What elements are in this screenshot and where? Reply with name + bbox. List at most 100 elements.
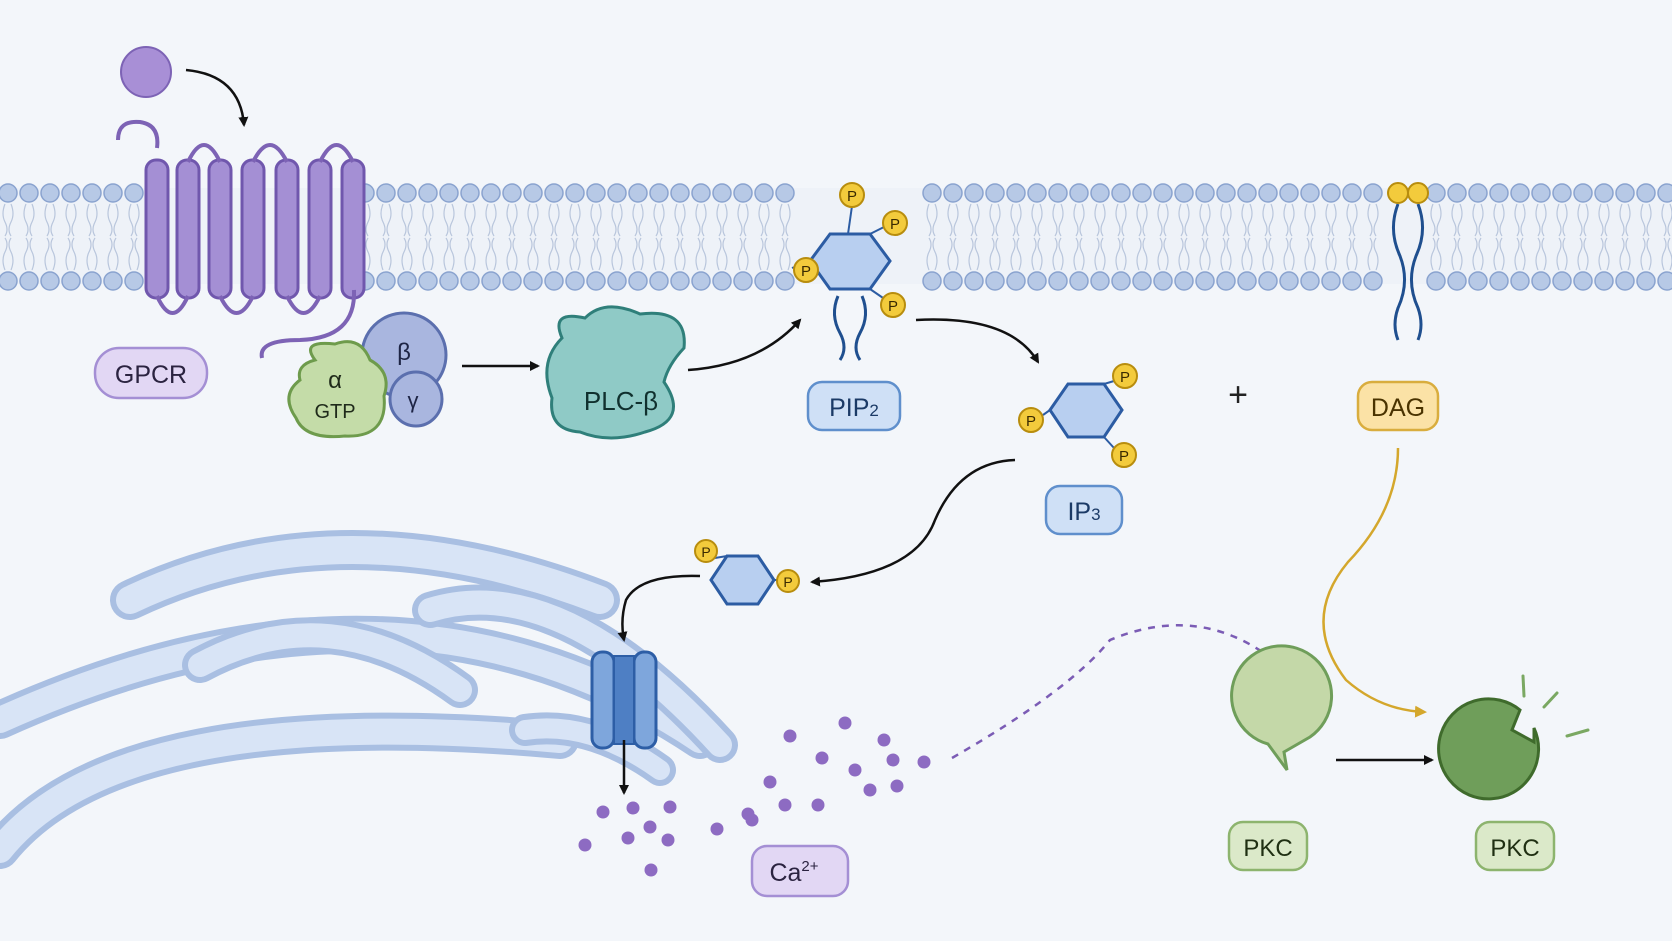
calcium-ion (578, 838, 592, 852)
lipid-tail (1451, 203, 1457, 237)
lipid-head (922, 183, 942, 203)
lipid-head (964, 271, 984, 291)
lipid-tail (1430, 203, 1436, 237)
lipid-tail (1499, 203, 1505, 237)
lipid-tail (1472, 237, 1478, 271)
lipid-head (19, 183, 39, 203)
calcium-ion (745, 813, 759, 827)
lipid-head (1426, 271, 1446, 291)
lipid-head (691, 271, 711, 291)
lipid-tail (1010, 203, 1016, 237)
lipid-head (1531, 271, 1551, 291)
lipid-tail (1493, 237, 1499, 271)
lipid-tail (44, 237, 50, 271)
pkc-active (1437, 697, 1541, 801)
lipid-head (1132, 183, 1152, 203)
gpcr-loop (155, 295, 190, 315)
calcium-label: Ca2+ (769, 858, 818, 887)
lipid-tail (1604, 203, 1610, 237)
lipid-tail (695, 203, 701, 237)
lipid-head (1216, 271, 1236, 291)
lipid-tail (1451, 237, 1457, 271)
lipid-tail (1535, 237, 1541, 271)
lipid-tail (1304, 203, 1310, 237)
lipid-head (1279, 271, 1299, 291)
lipid-tail (1577, 203, 1583, 237)
lipid-tail (128, 237, 134, 271)
plc-beta-label: PLC-β (584, 386, 658, 416)
lipid-head (1153, 271, 1173, 291)
lipid-tail (1037, 237, 1043, 271)
lipid-tail (401, 203, 407, 237)
lipid-head (1468, 183, 1488, 203)
lipid-tail (527, 237, 533, 271)
plc-beta-enzyme (545, 305, 686, 440)
lipid-head (1090, 183, 1110, 203)
lipid-tail (1346, 237, 1352, 271)
lipid-tail (527, 203, 533, 237)
lipid-tail (743, 203, 749, 237)
lipid-head (1279, 183, 1299, 203)
lipid-tail (953, 237, 959, 271)
lipid-tail (1583, 237, 1589, 271)
lipid-tail (1640, 203, 1646, 237)
lipid-head (565, 183, 585, 203)
pkc-inactive-label: PKC (1243, 835, 1292, 862)
lipid-tail (1199, 237, 1205, 271)
lipid-tail (401, 237, 407, 271)
pkc-active-label: PKC (1490, 835, 1539, 862)
lipid-tail (554, 203, 560, 237)
lipid-head (502, 271, 522, 291)
gpcr-receptor (116, 119, 366, 359)
g-beta-label: β (397, 339, 411, 366)
lipid-tail (989, 237, 995, 271)
phosphate-label: P (1119, 448, 1129, 465)
lipid-tail (1220, 203, 1226, 237)
lipid-tail (1304, 237, 1310, 271)
lipid-head (0, 183, 18, 203)
lipid-tail (722, 237, 728, 271)
lipid-head (775, 271, 795, 291)
lipid-head (1216, 183, 1236, 203)
lipid-head (943, 271, 963, 291)
lipid-tail (617, 237, 623, 271)
lipid-tail (380, 237, 386, 271)
lipid-tail (548, 237, 554, 271)
gpcr-loop (251, 143, 289, 163)
lipid-tail (1052, 203, 1058, 237)
lipid-head (1237, 183, 1257, 203)
calcium-ion (783, 729, 797, 743)
lipid-head (691, 183, 711, 203)
lipid-head (1006, 271, 1026, 291)
gpcr-helix (307, 158, 333, 300)
lipid-head (481, 271, 501, 291)
lipid-tail (1583, 203, 1589, 237)
lipid-tail (716, 203, 722, 237)
lipid-head (1153, 183, 1173, 203)
lipid-tail (653, 203, 659, 237)
lipid-tail (422, 203, 428, 237)
lipid-tail (1598, 203, 1604, 237)
phosphate-label: P (701, 544, 710, 560)
ligand (120, 46, 172, 98)
lipid-tail (1163, 237, 1169, 271)
lipid-head (1090, 271, 1110, 291)
lipid-tail (1178, 237, 1184, 271)
lipid-tail (590, 237, 596, 271)
lipid-head (0, 271, 18, 291)
lipid-tail (512, 203, 518, 237)
arrow-ip3-to-channel (617, 574, 701, 642)
lipid-tail (1562, 237, 1568, 271)
calcium-ion (661, 833, 675, 847)
lipid-head (1363, 183, 1383, 203)
lipid-tail (1646, 203, 1652, 237)
lipid-tail (722, 203, 728, 237)
lipid-tail (947, 203, 953, 237)
lipid-tail (1031, 237, 1037, 271)
lipid-tail (1220, 237, 1226, 271)
lipid-head (1195, 183, 1215, 203)
lipid-tail (1619, 237, 1625, 271)
lipid-head (418, 271, 438, 291)
lipid-head (460, 183, 480, 203)
lipid-tail (107, 237, 113, 271)
